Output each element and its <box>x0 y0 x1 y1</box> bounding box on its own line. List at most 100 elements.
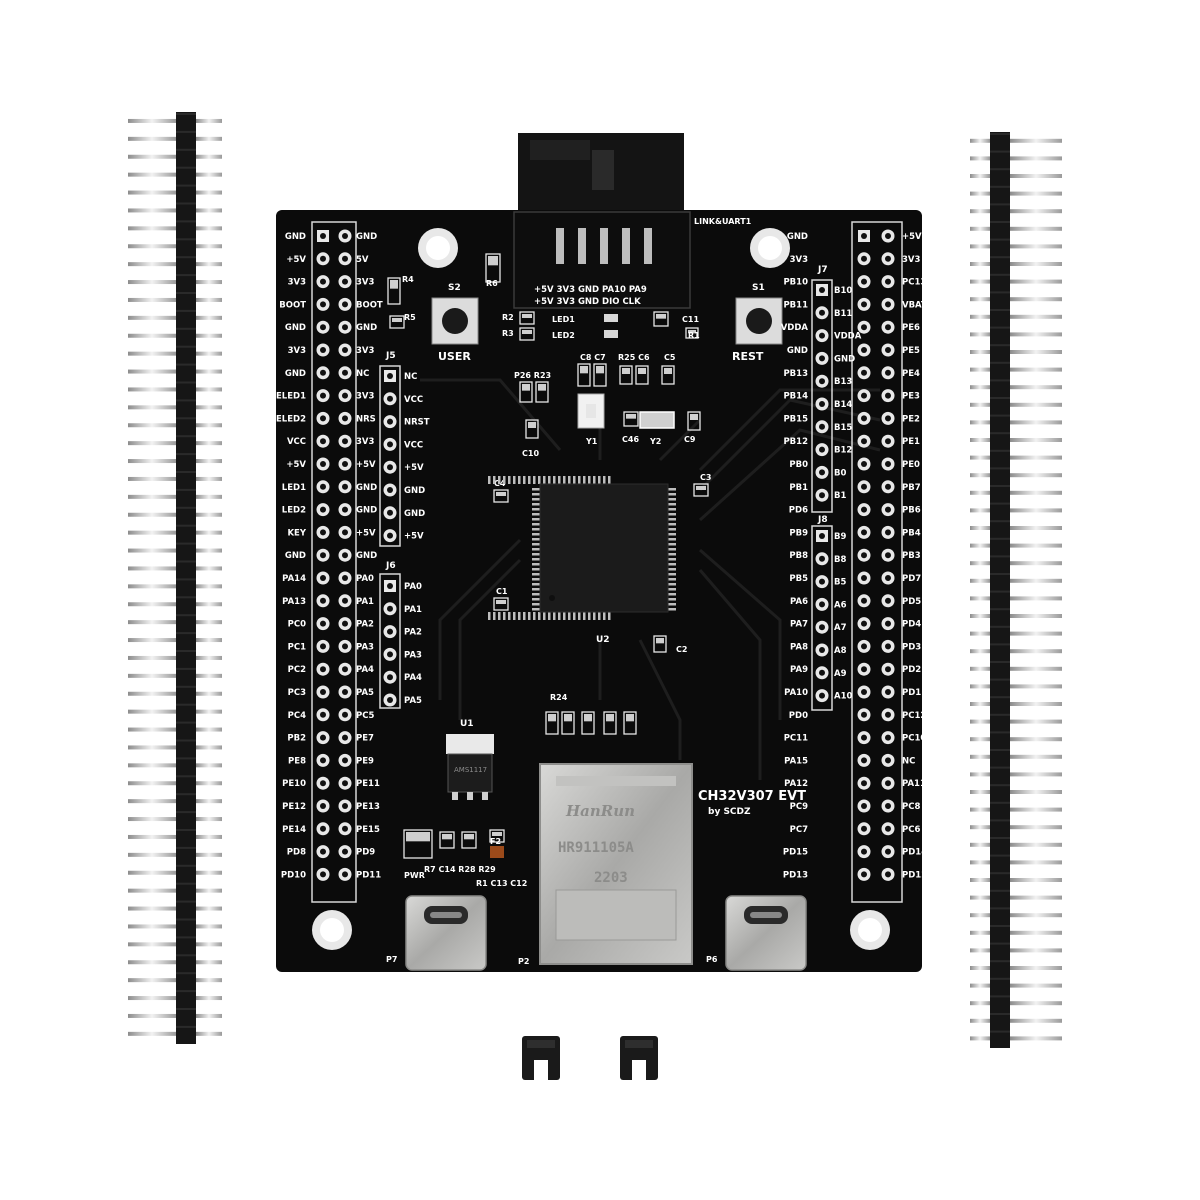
smd-part <box>489 829 505 843</box>
component-ref: C11 <box>682 315 699 324</box>
pin-label: GND <box>356 483 377 493</box>
header-pin <box>1010 508 1062 513</box>
reset-button[interactable] <box>735 297 783 345</box>
header-pin <box>970 455 990 460</box>
pin-label: B11 <box>834 309 852 319</box>
pin-label: PB3 <box>902 551 921 561</box>
pin-label: PA5 <box>404 696 422 706</box>
user-button-label: USER <box>438 350 471 363</box>
header-pin <box>970 860 990 865</box>
header-pin <box>196 423 222 428</box>
header-pin <box>970 772 990 777</box>
pin-label: PB2 <box>287 734 306 744</box>
header-pin <box>196 190 222 195</box>
header-pin <box>128 208 176 213</box>
pin-label: PA1 <box>356 597 374 607</box>
smd-part <box>653 635 667 653</box>
header-pin <box>1010 1018 1062 1023</box>
header-pin <box>1010 367 1062 372</box>
pin-label: PD12 <box>902 870 927 880</box>
header-pin <box>196 297 222 302</box>
header-pin <box>1010 438 1062 442</box>
header-pin <box>128 906 176 911</box>
pin-label: PA8 <box>790 642 808 652</box>
pin-label: 3V3 <box>356 346 374 356</box>
pin-label: BOOT <box>356 300 383 310</box>
header-pin <box>128 369 176 374</box>
pin-label: PE3 <box>902 392 920 402</box>
pin-label: VDDA <box>834 332 862 342</box>
header-pin <box>128 584 176 589</box>
pin-label: PA15 <box>784 756 808 766</box>
pin-label: GND <box>787 346 808 356</box>
pin-label: 5V <box>356 255 369 265</box>
smd-part <box>593 363 607 387</box>
header-pin <box>196 888 222 893</box>
header-pin <box>1010 226 1062 231</box>
pin-label: PD6 <box>789 506 808 516</box>
jumper-cap-2 <box>620 1036 658 1080</box>
pin-label: PA3 <box>404 650 422 660</box>
smd-part <box>693 483 709 497</box>
component-ref: R2 <box>502 313 514 322</box>
pin-label: PA7 <box>790 620 808 630</box>
header-pin <box>970 473 990 478</box>
header-pin <box>128 852 176 857</box>
pin-label: PE13 <box>356 802 380 812</box>
smd-part <box>535 381 549 403</box>
header-pin <box>128 655 176 660</box>
pin-label: PA2 <box>356 620 374 630</box>
header-pin <box>970 737 990 742</box>
header-pin <box>970 966 990 970</box>
header-pin <box>970 226 990 231</box>
component-ref: R6 <box>486 279 498 288</box>
rj45-connector[interactable] <box>539 763 693 965</box>
header-pin <box>1010 966 1062 970</box>
header-pin <box>970 930 990 935</box>
smd-part <box>603 711 617 735</box>
mcu-chip <box>488 476 676 620</box>
header-pin <box>1010 754 1062 759</box>
usb-c-left[interactable] <box>405 895 487 971</box>
connector-label: LINK&UART1 <box>694 217 752 226</box>
pin-label: NC <box>404 372 417 382</box>
pin-label: A7 <box>834 623 847 633</box>
pin-label: PA13 <box>282 597 306 607</box>
pin-label: PD5 <box>902 597 921 607</box>
pin-label: PC12 <box>902 711 926 721</box>
pin-label: VBAT <box>902 300 927 310</box>
header-pin <box>1010 455 1062 460</box>
user-button-ref: S2 <box>448 283 461 293</box>
pin-label: A8 <box>834 646 847 656</box>
header-pin <box>1010 790 1062 794</box>
header-pin <box>128 118 176 123</box>
header-pin <box>970 332 990 337</box>
usb-c-right[interactable] <box>725 895 807 971</box>
smd-part <box>519 381 533 403</box>
header-pin <box>128 548 176 553</box>
header-pin <box>196 673 222 678</box>
pin-label: GND <box>356 551 377 561</box>
jumper-cap-1 <box>522 1036 560 1080</box>
header-pin <box>128 978 176 983</box>
header-pin <box>970 895 990 900</box>
header-pin <box>970 948 990 953</box>
component-ref: R4 <box>402 275 414 284</box>
pin-label: ELED2 <box>276 414 306 424</box>
header-pin <box>128 244 176 249</box>
mount-hole-br <box>850 910 890 950</box>
pin-label: PE1 <box>902 437 920 447</box>
reset-button-ref: S1 <box>752 283 765 293</box>
smd-part <box>403 829 433 859</box>
pin-label: PC6 <box>902 825 920 835</box>
pin-label: PC0 <box>288 620 306 630</box>
header-pin <box>196 727 222 732</box>
rj45-ref: P2 <box>518 957 529 966</box>
connector-pins <box>556 228 652 264</box>
header-pin <box>128 638 176 643</box>
header-pin <box>1010 561 1062 566</box>
header-pin <box>970 279 990 284</box>
user-button[interactable] <box>431 297 479 345</box>
pin-label: PB5 <box>789 574 808 584</box>
pin-label: PA4 <box>404 673 422 683</box>
